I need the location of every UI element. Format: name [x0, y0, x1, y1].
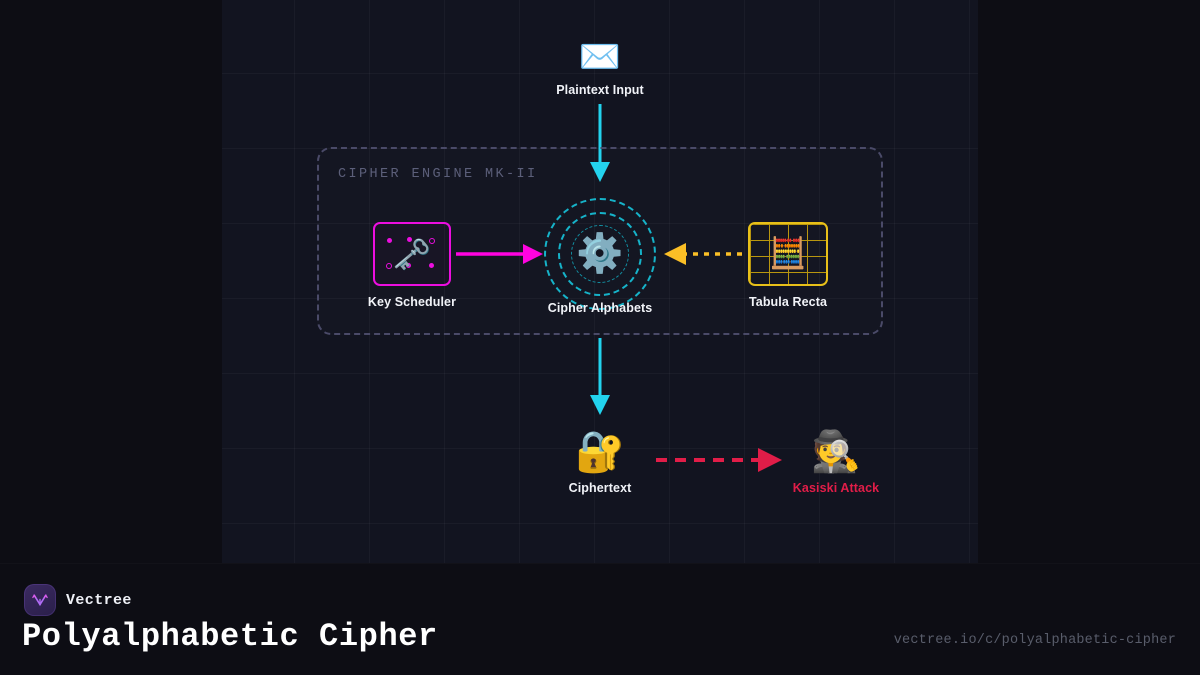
- key-icon: 🗝️: [392, 236, 432, 272]
- vectree-glyph: [32, 594, 48, 607]
- page-title: Polyalphabetic Cipher: [22, 618, 438, 655]
- locked-with-key-icon: 🔐: [575, 430, 625, 474]
- footer-divider: [0, 563, 1200, 564]
- key-dot: [407, 237, 412, 242]
- node-tabula-recta[interactable]: 🧮 Tabula Recta: [748, 222, 828, 309]
- orbit-ring-inner: [571, 225, 629, 283]
- tabula-recta-box: 🧮: [748, 222, 828, 286]
- key-dot: [429, 238, 435, 244]
- detective-icon: 🕵️: [811, 430, 861, 474]
- node-kasiski-attack-label: Kasiski Attack: [792, 481, 880, 495]
- node-key-scheduler-label: Key Scheduler: [367, 295, 457, 309]
- abacus-icon: 🧮: [769, 237, 807, 270]
- key-dot: [386, 263, 392, 269]
- envelope-icon: ✉️: [578, 38, 622, 76]
- key-dot: [429, 263, 434, 268]
- key-scheduler-box: 🗝️: [373, 222, 451, 286]
- footer: Vectree Polyalphabetic Cipher vectree.io…: [0, 563, 1200, 675]
- node-key-scheduler[interactable]: 🗝️ Key Scheduler: [368, 222, 456, 309]
- gear-icon: ⚙️: [576, 233, 624, 275]
- cipher-engine-container: CIPHER ENGINE MK-II: [317, 147, 883, 335]
- tabula-grid: [750, 224, 826, 284]
- vectree-logo-icon: [24, 584, 56, 616]
- node-tabula-recta-label: Tabula Recta: [748, 295, 828, 309]
- orbit-ring-outer: [544, 198, 656, 310]
- page-url: vectree.io/c/polyalphabetic-cipher: [893, 633, 1176, 648]
- brand-row[interactable]: Vectree: [24, 584, 132, 616]
- brand-name: Vectree: [66, 591, 132, 609]
- orbit-ring-middle: [558, 212, 642, 296]
- cipher-orbit: ⚙️: [544, 198, 656, 310]
- node-kasiski-attack[interactable]: 🕵️ Kasiski Attack: [790, 432, 882, 495]
- node-ciphertext-label: Ciphertext: [568, 481, 632, 495]
- key-dot: [406, 263, 411, 268]
- node-plaintext-input[interactable]: ✉️ Plaintext Input: [556, 40, 644, 97]
- node-cipher-alphabets[interactable]: ⚙️ Cipher Alphabets: [544, 198, 656, 315]
- key-dot: [387, 238, 392, 243]
- node-cipher-alphabets-label: Cipher Alphabets: [547, 301, 653, 315]
- cipher-engine-label: CIPHER ENGINE MK-II: [338, 167, 538, 182]
- node-plaintext-label: Plaintext Input: [556, 83, 644, 97]
- node-ciphertext[interactable]: 🔐 Ciphertext: [556, 432, 644, 495]
